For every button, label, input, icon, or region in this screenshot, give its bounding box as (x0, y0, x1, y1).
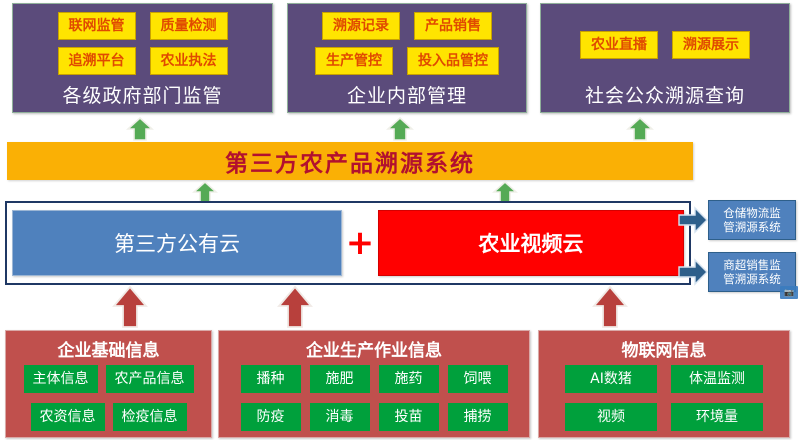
chip-enterprise-0[interactable]: 溯源记录 (322, 12, 400, 40)
green-up-arrow-icon-1 (126, 117, 154, 141)
tag-iot-3[interactable]: 环境量 (671, 403, 763, 431)
tag-iot-0[interactable]: AI数猪 (565, 365, 657, 393)
tag-production-1[interactable]: 施肥 (309, 365, 370, 393)
red-up-arrow-icon-1 (112, 286, 148, 328)
tag-iot-1[interactable]: 体温监测 (671, 365, 763, 393)
tag-basic-1[interactable]: 农产品信息 (105, 365, 194, 393)
tag-row-basic-2: 农资信息 检疫信息 (6, 403, 211, 431)
top-panel-enterprise: 溯源记录 产品销售 生产管控 投入品管控 企业内部管理 (287, 3, 527, 113)
top-panel-title-government: 各级政府部门监管 (62, 85, 223, 107)
tag-production-6[interactable]: 投苗 (378, 403, 439, 431)
system-banner-title: 第三方农产品溯源系统 (225, 151, 475, 177)
chip-row-1a: 联网监管 质量检测 (13, 12, 272, 40)
tag-iot-2[interactable]: 视频 (565, 403, 657, 431)
chip-row-2b: 生产管控 投入品管控 (288, 47, 526, 75)
side-box-1-line2: 管溯源系统 (723, 220, 781, 234)
chip-government-0[interactable]: 联网监管 (57, 12, 136, 40)
watermark-badge: 📷 (780, 286, 798, 299)
bottom-panel-basic-info: 企业基础信息 主体信息 农产品信息 农资信息 检疫信息 (5, 330, 212, 438)
plus-sign-icon: + (345, 223, 375, 263)
tag-basic-0[interactable]: 主体信息 (23, 365, 98, 393)
tag-production-4[interactable]: 防疫 (240, 403, 301, 431)
side-box-2-line2: 管溯源系统 (723, 272, 781, 286)
system-banner: 第三方农产品溯源系统 (7, 142, 693, 180)
chip-enterprise-2[interactable]: 生产管控 (315, 47, 393, 75)
tag-production-0[interactable]: 播种 (240, 365, 301, 393)
top-panel-public: 农业直播 溯源展示 社会公众溯源查询 (540, 3, 790, 113)
chip-row-3a: 农业直播 溯源展示 (541, 31, 789, 59)
green-up-arrow-icon-5 (492, 181, 518, 203)
chip-government-2[interactable]: 追溯平台 (57, 47, 136, 75)
red-up-arrow-icon-3 (592, 286, 628, 328)
side-box-1-line1: 仓储物流监 (723, 205, 781, 220)
chip-row-1b: 追溯平台 农业执法 (13, 47, 272, 75)
top-panel-title-enterprise: 企业内部管理 (346, 85, 467, 107)
cloud-platform-container: 第三方公有云 + 农业视频云 (5, 201, 691, 285)
top-panel-government: 联网监管 质量检测 追溯平台 农业执法 各级政府部门监管 (12, 3, 273, 113)
tag-row-production-2: 防疫 消毒 投苗 捕捞 (219, 403, 529, 431)
bottom-panel-title-production: 企业生产作业信息 (306, 341, 442, 361)
bottom-panel-title-basic: 企业基础信息 (57, 341, 160, 361)
bottom-panel-production-info: 企业生产作业信息 播种 施肥 施药 饲喂 防疫 消毒 投苗 捕捞 (218, 330, 530, 438)
tag-basic-3[interactable]: 检疫信息 (112, 403, 187, 431)
red-up-arrow-icon-2 (277, 286, 313, 328)
chip-government-3[interactable]: 农业执法 (149, 47, 228, 75)
tag-row-production-1: 播种 施肥 施药 饲喂 (219, 365, 529, 393)
video-cloud-card[interactable]: 农业视频云 (378, 210, 684, 276)
chip-government-1[interactable]: 质量检测 (149, 12, 228, 40)
tag-production-5[interactable]: 消毒 (309, 403, 370, 431)
green-up-arrow-icon-3 (626, 117, 654, 141)
green-up-arrow-icon-2 (386, 117, 414, 141)
public-cloud-card[interactable]: 第三方公有云 (12, 210, 342, 276)
tag-row-basic-1: 主体信息 农产品信息 (6, 365, 211, 393)
bottom-panel-title-iot: 物联网信息 (621, 341, 707, 361)
side-box-2-line1: 商超销售监 (723, 257, 781, 272)
chip-row-2a: 溯源记录 产品销售 (288, 12, 526, 40)
chip-public-0[interactable]: 农业直播 (580, 31, 658, 59)
tag-row-iot-1: AI数猪 体温监测 (539, 365, 789, 393)
tag-production-3[interactable]: 饲喂 (447, 365, 508, 393)
tag-basic-2[interactable]: 农资信息 (30, 403, 105, 431)
side-box-warehouse-logistics[interactable]: 仓储物流监 管溯源系统 (708, 200, 796, 240)
green-up-arrow-icon-4 (192, 181, 218, 203)
chip-enterprise-1[interactable]: 产品销售 (414, 12, 492, 40)
bottom-panel-iot-info: 物联网信息 AI数猪 体温监测 视频 环境量 (538, 330, 790, 438)
tag-production-7[interactable]: 捕捞 (447, 403, 508, 431)
top-panel-title-public: 社会公众溯源查询 (584, 85, 745, 107)
tag-row-iot-2: 视频 环境量 (539, 403, 789, 431)
side-box-retail-sales[interactable]: 商超销售监 管溯源系统 (708, 252, 796, 292)
chip-enterprise-3[interactable]: 投入品管控 (407, 47, 499, 75)
chip-public-1[interactable]: 溯源展示 (672, 31, 750, 59)
tag-production-2[interactable]: 施药 (378, 365, 439, 393)
